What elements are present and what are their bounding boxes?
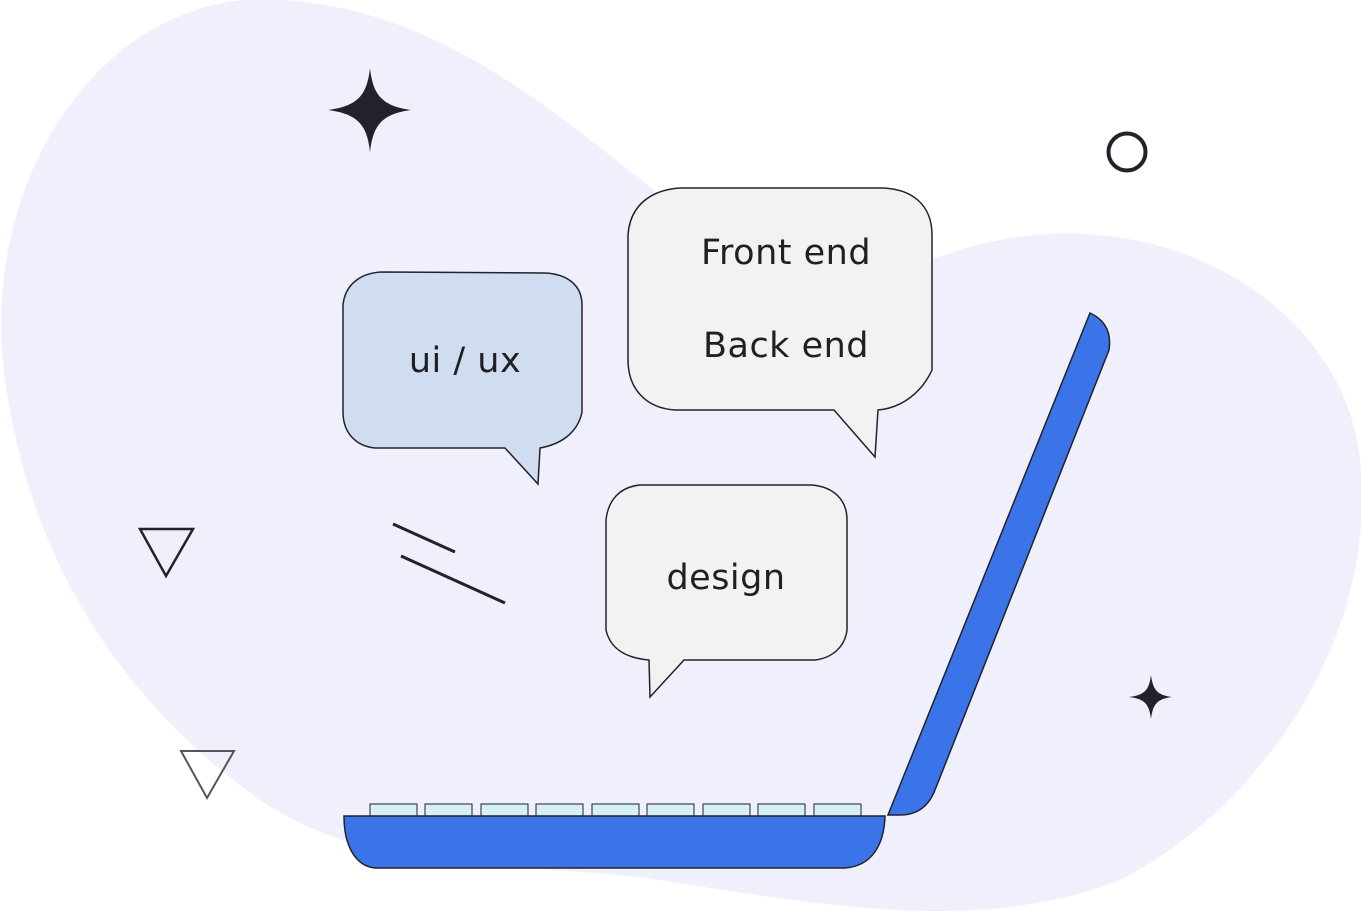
bubble-label-design: design xyxy=(666,558,785,598)
circle-icon xyxy=(1106,131,1148,173)
triangle-icon xyxy=(137,527,196,579)
bubble-label-ui-ux: ui / ux xyxy=(409,341,521,381)
key xyxy=(813,803,862,818)
bubble-label-back-end: Back end xyxy=(703,326,869,366)
bubble-label-front-end: Front end xyxy=(701,233,871,273)
key xyxy=(591,803,640,818)
sparkle-icon xyxy=(1129,675,1172,719)
sparkle-icon xyxy=(328,68,411,152)
key xyxy=(480,803,529,818)
speech-bubble-design: design xyxy=(605,484,848,699)
speech-bubble-front-back: Front end Back end xyxy=(627,187,933,459)
key xyxy=(757,803,806,818)
triangle-icon xyxy=(179,750,236,801)
keyboard xyxy=(369,803,862,818)
key xyxy=(369,803,418,818)
laptop-base xyxy=(343,815,886,869)
speech-bubble-ui-ux: ui / ux xyxy=(342,271,583,486)
key xyxy=(424,803,473,818)
key xyxy=(535,803,584,818)
key xyxy=(646,803,695,818)
laptop-screen xyxy=(886,311,1111,816)
key xyxy=(702,803,751,818)
dash-lines-icon xyxy=(392,522,506,605)
